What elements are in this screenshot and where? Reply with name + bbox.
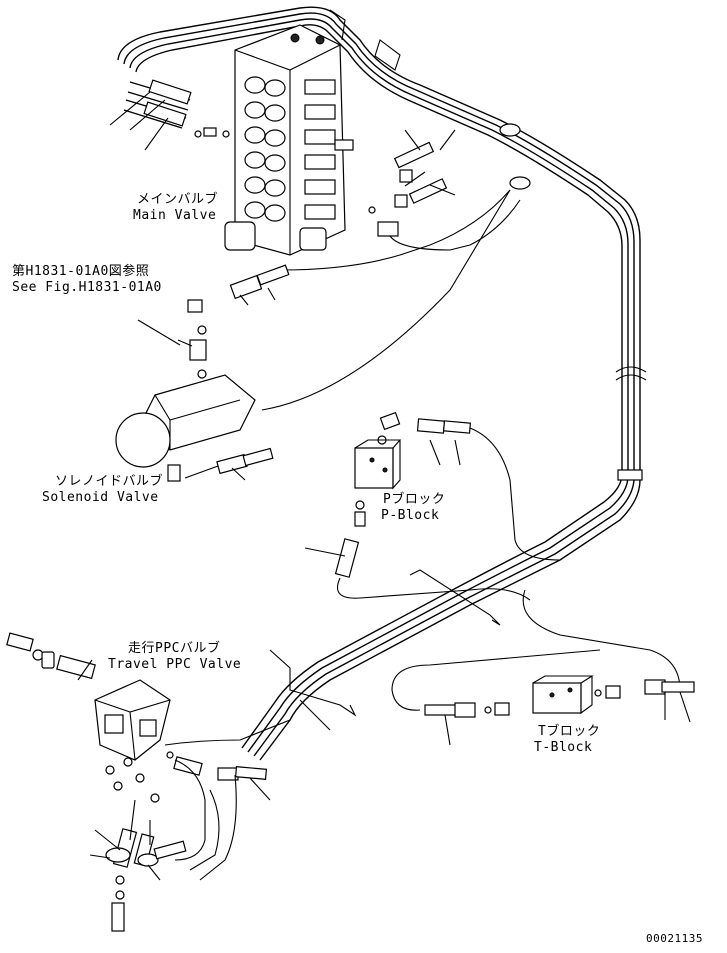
travel-ppc-valve-label-jp: 走行PPCバルブ <box>128 641 221 656</box>
p-block-label-jp: Pブロック <box>383 492 446 507</box>
solenoid-valve-assembly <box>115 189 511 482</box>
see-figure-reference-jp: 第H1831-01A0図参照 <box>12 264 150 279</box>
t-block-label-en: T-Block <box>534 740 593 755</box>
t-block-assembly <box>391 589 695 746</box>
main-valve-label-jp: メインバルブ <box>137 192 219 207</box>
travel-ppc-valve-label-en: Travel PPC Valve <box>108 657 242 672</box>
drawing-number: 00021135 <box>646 932 703 945</box>
p-block-label-en: P-Block <box>381 508 440 523</box>
main-valve-hoses <box>109 79 230 151</box>
travel-ppc-valve-assembly <box>6 569 501 932</box>
valve-side-fittings <box>368 129 521 251</box>
see-figure-reference-en: See Fig.H1831-01A0 <box>12 280 162 295</box>
main-valve-label-en: Main Valve <box>133 208 217 223</box>
solenoid-valve-label-en: Solenoid Valve <box>42 490 159 505</box>
main-valve-block <box>224 24 354 256</box>
main-pipe-bundle <box>117 6 647 761</box>
p-block-assembly <box>304 411 561 601</box>
solenoid-valve-label-jp: ソレノイドバルブ <box>55 474 164 489</box>
t-block-label-jp: Tブロック <box>538 724 601 739</box>
